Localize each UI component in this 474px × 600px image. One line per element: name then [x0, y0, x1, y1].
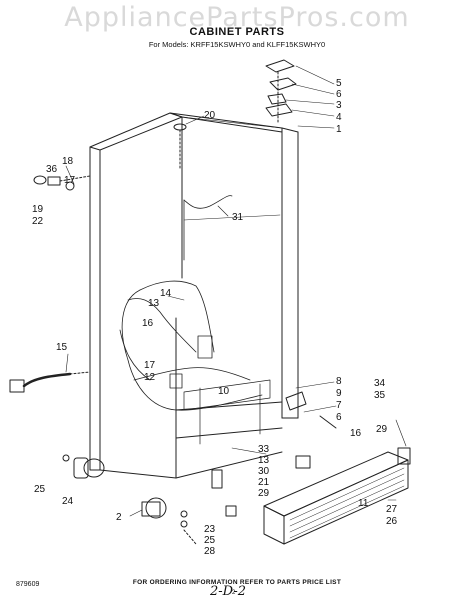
callout-14: 14: [160, 288, 172, 299]
document-number: 879609: [16, 581, 40, 588]
callout-30: 30: [258, 466, 270, 477]
roller-assembly: [141, 497, 197, 545]
base-grille: [263, 447, 411, 545]
callout-6: 6: [336, 89, 342, 100]
handwritten-page-mark: 2-D-2: [210, 584, 246, 599]
callout-19: 19: [32, 204, 44, 215]
left-caster: [62, 454, 105, 479]
callout-18: 18: [62, 156, 74, 167]
callout-20: 20: [204, 110, 216, 121]
callout-5: 5: [336, 78, 342, 89]
callout-12: 12: [144, 372, 156, 383]
callout-16-lower: 16: [350, 428, 362, 439]
page-number: 2: [232, 590, 236, 596]
callout-29: 29: [258, 488, 270, 499]
callout-33: 33: [258, 444, 270, 455]
diagram-title: CABINET PARTS: [189, 26, 285, 38]
control-assembly: [33, 175, 91, 191]
ordering-note: FOR ORDERING INFORMATION REFER TO PARTS …: [132, 579, 342, 586]
callout-10: 10: [218, 386, 230, 397]
callout-26: 26: [386, 516, 398, 527]
bracket-hardware: [211, 391, 337, 517]
top-hinge-parts: [265, 59, 297, 125]
callout-numbers: 5 6 3 4 1 20 18 36 17 19 22 31 14 13 16 …: [32, 78, 398, 557]
callout-16: 16: [142, 318, 154, 329]
callout-35: 35: [374, 390, 386, 401]
bottom-frame: [175, 379, 283, 479]
callout-13: 13: [148, 298, 160, 309]
callout-21: 21: [258, 477, 270, 488]
tubing-assembly: [119, 195, 263, 411]
plug-part: [173, 123, 187, 171]
callout-25-left: 25: [34, 484, 46, 495]
callout-28: 28: [204, 546, 216, 557]
watermark: AppliancePartsPros.com: [64, 2, 410, 33]
callout-9: 9: [336, 388, 342, 399]
power-cord: [9, 371, 91, 393]
callout-8: 8: [336, 376, 342, 387]
callout-17: 17: [144, 360, 156, 371]
callout-4: 4: [336, 112, 342, 123]
callout-22: 22: [32, 216, 44, 227]
callout-27: 27: [386, 504, 398, 515]
callout-17-top: 17: [64, 175, 76, 186]
callout-34: 34: [374, 378, 386, 389]
callout-13-lower: 13: [258, 455, 270, 466]
callout-7: 7: [336, 400, 342, 411]
callout-23: 23: [204, 524, 216, 535]
callout-15: 15: [56, 342, 68, 353]
callout-3: 3: [336, 100, 342, 111]
cabinet-shell: [89, 112, 299, 479]
leader-lines: [65, 65, 407, 517]
callout-36: 36: [46, 164, 58, 175]
callout-24: 24: [62, 496, 74, 507]
callout-25: 25: [204, 535, 216, 546]
callout-29-right: 29: [376, 424, 388, 435]
callout-11: 11: [358, 498, 369, 509]
callout-31: 31: [232, 212, 244, 223]
callout-1: 1: [336, 124, 342, 135]
diagram-subtitle: For Models: KRFF15KSWHY0 and KLFF15KSWHY…: [148, 40, 326, 49]
callout-2: 2: [116, 512, 122, 523]
callout-6-lower: 6: [336, 412, 342, 423]
